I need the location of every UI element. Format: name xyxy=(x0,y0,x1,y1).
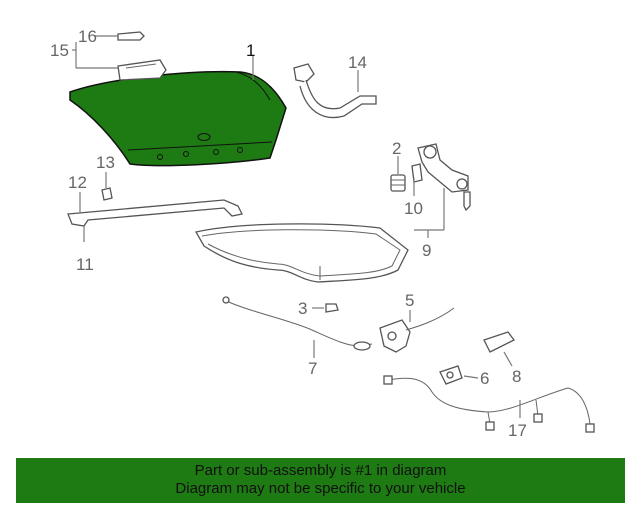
release-cable-part[interactable] xyxy=(222,296,373,351)
handle-part[interactable] xyxy=(483,331,515,353)
callout-13: 13 xyxy=(96,153,115,172)
clip-part-16[interactable] xyxy=(117,31,145,41)
callout-9: 9 xyxy=(422,241,431,260)
info-banner: Part or sub-assembly is #1 in diagram Di… xyxy=(16,458,625,503)
wiring-harness-part[interactable] xyxy=(383,375,595,433)
callout-14: 14 xyxy=(348,53,367,72)
trunk-lid-part[interactable] xyxy=(69,70,287,167)
support-bar-part[interactable] xyxy=(67,199,243,227)
weatherstrip-part[interactable] xyxy=(195,223,409,283)
callout-7: 7 xyxy=(308,359,317,378)
callout-6: 6 xyxy=(480,369,489,388)
callout-12: 12 xyxy=(68,173,87,192)
banner-line-2: Diagram may not be specific to your vehi… xyxy=(175,480,466,497)
lock-cylinder-part[interactable] xyxy=(411,143,471,212)
banner-line-1: Part or sub-assembly is #1 in diagram xyxy=(194,462,447,479)
callout-15: 15 xyxy=(50,41,69,60)
callout-17: 17 xyxy=(508,421,527,440)
bumper-part[interactable] xyxy=(390,174,406,192)
callout-3: 3 xyxy=(298,299,307,318)
plug-part[interactable] xyxy=(325,303,339,313)
callout-1: 1 xyxy=(246,41,255,60)
lid-bracket-part[interactable] xyxy=(117,59,167,81)
callout-8: 8 xyxy=(512,367,521,386)
latch-part[interactable] xyxy=(379,307,455,353)
callout-5: 5 xyxy=(405,291,414,310)
bracket-part-6[interactable] xyxy=(439,365,463,385)
callout-11: 11 xyxy=(76,255,94,274)
callout-2: 2 xyxy=(392,139,401,158)
leader-lines xyxy=(72,35,521,418)
hinge-arm-part[interactable] xyxy=(293,63,377,119)
callout-16: 16 xyxy=(78,27,97,46)
clip-part-13[interactable] xyxy=(101,187,113,201)
callout-10: 10 xyxy=(404,199,423,218)
